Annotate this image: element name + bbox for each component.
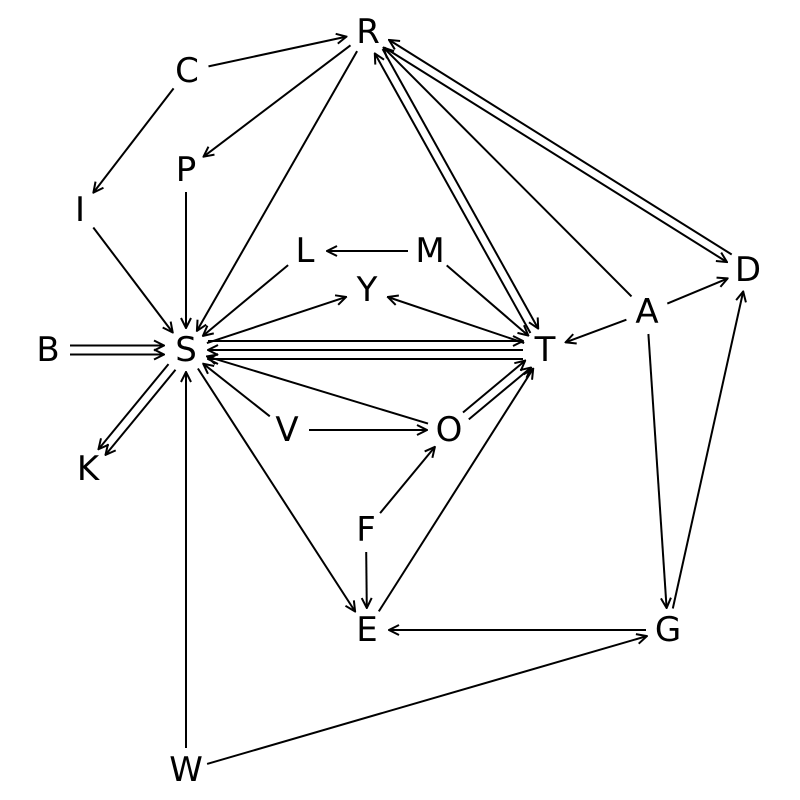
node-d: D [735,250,761,290]
edge-s-to-k [99,363,170,449]
edge-o-to-t [468,368,531,421]
edge-t-to-r [375,53,532,334]
edge-a-to-r [384,48,633,298]
edge-s-to-e [197,367,355,612]
edge-c-to-i [93,87,175,192]
nodes-layer: R C P I L M D Y A B S T V O K F E G W [36,12,761,790]
edge-d-to-r [389,40,733,256]
edge-g-to-d [671,292,743,609]
edge-r-to-s [197,50,358,331]
node-v: V [275,410,298,450]
edge-f-to-e [366,551,367,608]
edge-o-to-s [207,356,429,425]
edge-f-to-o [379,447,435,514]
node-k: K [77,449,101,489]
edge-s-to-y [206,297,346,345]
edge-o-to-t [462,361,525,414]
node-l: L [296,231,315,271]
edge-a-to-d [666,278,727,305]
node-y: Y [356,270,378,310]
edges-layer [70,37,743,765]
edge-r-to-t [381,48,539,329]
node-f: F [356,510,376,550]
node-b: B [36,330,59,370]
node-w: W [169,750,203,790]
node-o: O [436,410,463,450]
edge-e-to-t [377,369,533,612]
node-m: M [415,231,444,271]
node-i: I [75,190,85,230]
edge-w-to-g [206,636,647,765]
node-c: C [175,51,199,91]
node-e: E [356,610,377,650]
edge-m-to-t [446,264,529,335]
node-t: T [534,330,556,370]
edge-r-to-d [383,46,727,263]
edge-l-to-s [203,264,289,336]
node-r: R [356,12,380,52]
edge-r-to-p [204,44,352,156]
edge-t-to-y [388,297,525,344]
node-s: S [175,330,197,370]
edge-i-to-s [92,226,172,333]
edge-a-to-g [647,333,666,608]
edge-a-to-t [566,318,627,343]
node-a: A [635,292,658,332]
edge-v-to-s [203,364,271,418]
node-p: P [176,150,197,190]
edge-c-to-r [208,37,347,68]
edge-s-to-k [106,369,177,455]
node-g: G [655,610,681,650]
